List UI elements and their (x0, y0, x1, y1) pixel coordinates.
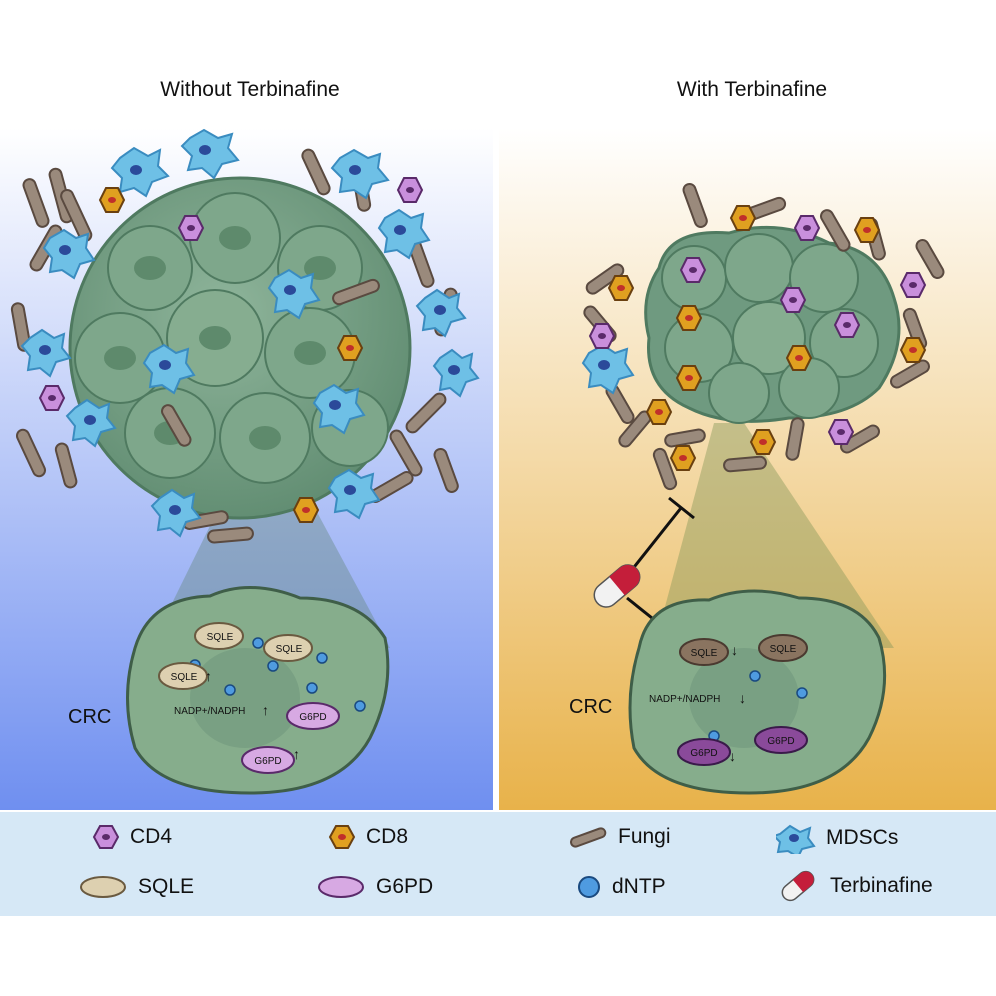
sqle-label-1: SQLE (206, 632, 234, 643)
terbinafine-pill (593, 564, 641, 608)
cd4-cells (38, 177, 424, 411)
crc-label-left: CRC (68, 706, 112, 728)
g6pd-up-arrow: ↑ (293, 746, 300, 762)
legend-g6pd: G6PD (316, 874, 433, 900)
dntp-icon (578, 876, 600, 898)
g6pd-label-r1: G6PD (690, 748, 718, 759)
sqle-label-r1: SQLE (690, 648, 718, 659)
g6pd-down-arrow: ↓ (729, 748, 736, 764)
legend-terbinafine: Terbinafine (776, 868, 933, 904)
g6pd-label-r2: G6PD (767, 736, 795, 747)
legend-mdscs-label: MDSCs (826, 826, 899, 849)
nadp-down-arrow: ↓ (739, 690, 746, 706)
right-panel-title: With Terbinafine (676, 78, 828, 101)
cd4-cells-right (588, 215, 927, 445)
g6pd-label-2: G6PD (254, 756, 282, 767)
right-panel-figure (499, 128, 996, 810)
cd4-icon (92, 825, 120, 849)
sqle-icon (80, 876, 126, 898)
legend-cd4-label: CD4 (130, 825, 173, 848)
fungi-icon (569, 827, 607, 848)
crc-label-right: CRC (569, 696, 613, 718)
mdsc-cell-right (581, 343, 635, 395)
pill-icon (781, 870, 815, 902)
sqle-up-arrow: ↑ (205, 668, 212, 684)
cd8-cells-right (607, 205, 927, 471)
sqle-down-arrow: ↓ (731, 642, 738, 658)
g6pd-icon (318, 876, 364, 898)
dntp-dots (189, 637, 366, 712)
mdsc-nucleus-right (598, 360, 610, 370)
sqle-enzymes (158, 622, 313, 690)
sqle-enzymes-right (679, 634, 808, 666)
legend-terbinafine-label: Terbinafine (830, 874, 933, 897)
crc-nucleus-right (689, 648, 799, 748)
sqle-label-r2: SQLE (769, 644, 797, 655)
sqle-label-2: SQLE (275, 644, 303, 655)
legend-cd4: CD4 (92, 824, 172, 850)
zoom-cone-right (654, 423, 894, 648)
cd8-icon (328, 825, 356, 849)
legend-cd8-label: CD8 (366, 825, 409, 848)
nadp-up-arrow: ↑ (262, 702, 269, 718)
crc-nucleus (190, 648, 300, 748)
mdsc-nuclei (39, 145, 460, 515)
mdsc-icon (776, 824, 816, 854)
nadp-ratio-label-right: NADP+/NADPH (649, 694, 721, 705)
sqle-label-3: SQLE (170, 672, 198, 683)
legend-dntp-label: dNTP (612, 875, 666, 898)
dntp-dots-right (708, 670, 808, 742)
left-panel-title: Without Terbinafine (160, 78, 340, 101)
nadp-ratio-label: NADP+/NADPH (174, 706, 246, 717)
legend-fungi: Fungi (568, 824, 671, 850)
legend-g6pd-label: G6PD (376, 875, 434, 898)
legend-mdscs: MDSCs (776, 822, 898, 854)
legend: CD4 CD8 Fungi MDSCs SQLE G6PD dNTP Terbi… (0, 812, 996, 916)
legend-sqle: SQLE (78, 874, 194, 900)
g6pd-enzymes (241, 702, 340, 774)
g6pd-enzymes-right (677, 726, 808, 766)
legend-sqle-label: SQLE (138, 875, 195, 898)
legend-dntp: dNTP (576, 874, 666, 900)
legend-cd8: CD8 (328, 824, 408, 850)
legend-fungi-label: Fungi (618, 825, 671, 848)
left-panel-without-terbinafine: SQLE SQLE SQLE ↑ NADP+/NADPH ↑ G6PD G6PD… (0, 128, 493, 810)
right-panel-with-terbinafine: SQLE SQLE ↓ NADP+/NADPH ↓ G6PD G6PD ↓ CR… (499, 128, 996, 810)
mdsc-cells (20, 128, 480, 538)
tumor-mass (68, 176, 412, 520)
g6pd-label-1: G6PD (299, 712, 327, 723)
cd8-cells (98, 187, 364, 523)
left-panel-figure (0, 128, 493, 810)
